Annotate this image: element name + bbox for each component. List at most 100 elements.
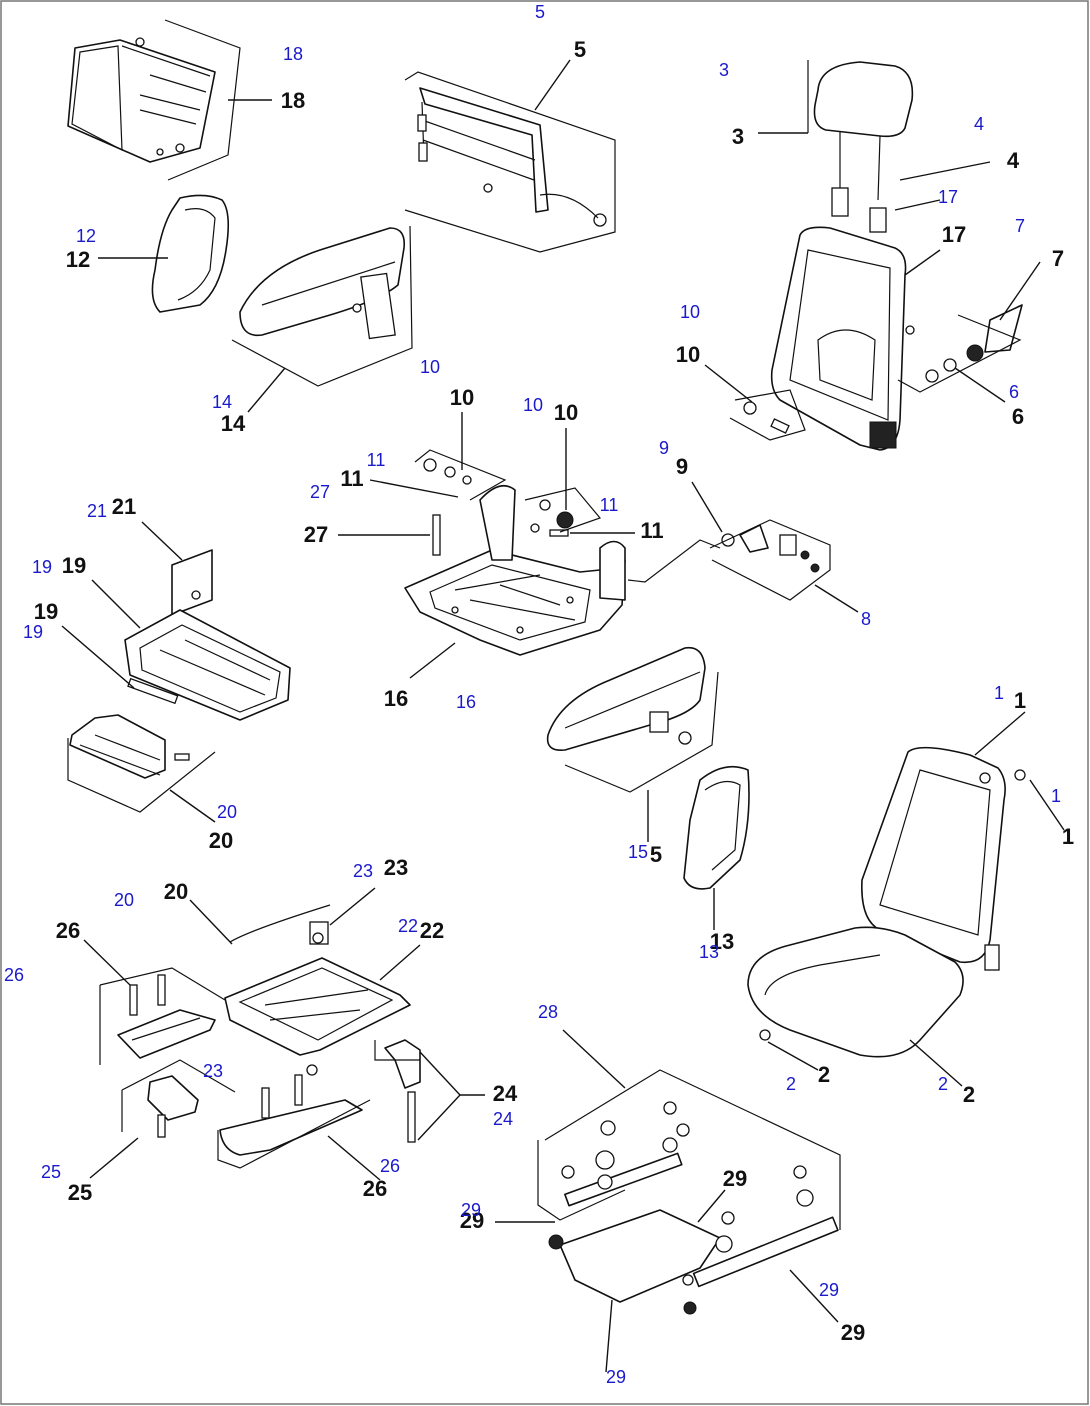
part-3-headrest [758, 60, 914, 201]
callout-5: 5 [650, 842, 662, 867]
callout-10: 10 [676, 342, 700, 367]
ref-number-13: 13 [699, 942, 719, 962]
ref-number-9: 9 [659, 438, 669, 458]
callout-19: 19 [34, 599, 58, 624]
callout-6: 6 [1012, 404, 1024, 429]
callout-27: 27 [304, 522, 328, 547]
part-12-side-cover-left [98, 194, 230, 313]
part-2-seat-cushion [747, 926, 964, 1087]
ref-number-23: 23 [203, 1061, 223, 1081]
part-20-rail-cover [67, 714, 216, 823]
ref-number-29: 29 [606, 1367, 626, 1387]
callout-7: 7 [1052, 246, 1064, 271]
part-26-rail-right [217, 1074, 381, 1181]
callout-11: 11 [640, 518, 663, 543]
ref-number-11: 11 [367, 450, 386, 470]
ref-number-18: 18 [283, 44, 303, 64]
part-6-recliner-hardware [954, 367, 1006, 403]
callout-29: 29 [723, 1166, 747, 1191]
ref-number-10: 10 [420, 357, 440, 377]
callout-1: 1 [1014, 688, 1026, 713]
ref-number-11: 11 [600, 495, 619, 515]
part-13-side-cover-right [683, 765, 750, 930]
callout-12: 12 [66, 247, 90, 272]
ref-number-28: 28 [538, 1002, 558, 1022]
part-1-seat-back-cushion [861, 711, 1065, 971]
part-20-wire [189, 899, 331, 945]
part-8-lever-group [627, 519, 859, 613]
ref-number-25: 25 [41, 1162, 61, 1182]
ref-number-1: 1 [994, 683, 1004, 703]
ref-number-8: 8 [861, 609, 871, 629]
part-18-storage-box [67, 19, 272, 181]
callout-9: 9 [676, 454, 688, 479]
callout-20: 20 [209, 828, 233, 853]
part-26-rail-left [83, 939, 226, 1065]
part-28-slide-rail-assembly [495, 1029, 841, 1373]
callout-5: 5 [574, 37, 586, 62]
ref-number-27: 27 [310, 482, 330, 502]
callout-16: 16 [384, 686, 408, 711]
callout-29: 29 [841, 1320, 865, 1345]
ref-number-14: 14 [212, 392, 232, 412]
callout-18: 18 [281, 88, 305, 113]
ref-number-20: 20 [114, 890, 134, 910]
callout-19: 19 [62, 553, 86, 578]
part-10-back-pin [704, 364, 806, 441]
callout-26: 26 [56, 918, 80, 943]
part-4-headrest-guides [831, 161, 991, 233]
ref-number-20: 20 [217, 802, 237, 822]
ref-number-1: 1 [1051, 786, 1061, 806]
ref-number-23: 23 [353, 861, 373, 881]
part-25-rail-lower [89, 1059, 236, 1179]
ref-number-12: 12 [76, 226, 96, 246]
ref-number-16: 16 [456, 692, 476, 712]
part-21-bracket [141, 521, 213, 616]
part-22-suspension-base [224, 944, 421, 1076]
ref-number-10: 10 [523, 395, 543, 415]
callout-29: 29 [460, 1208, 484, 1233]
ref-number-26: 26 [4, 965, 24, 985]
callout-10: 10 [450, 385, 474, 410]
ref-number-29: 29 [819, 1280, 839, 1300]
ref-number-19: 19 [23, 622, 43, 642]
callout-24: 24 [493, 1081, 518, 1106]
ref-number-2: 2 [938, 1074, 948, 1094]
ref-number-17: 17 [938, 187, 958, 207]
callout-14: 14 [221, 411, 246, 436]
ref-number-7: 7 [1015, 216, 1025, 236]
callout-17: 17 [942, 222, 966, 247]
part-14-armrest-left [231, 225, 413, 413]
callout-3: 3 [732, 124, 744, 149]
ref-number-24: 24 [493, 1109, 513, 1129]
part-23-spring [309, 887, 376, 945]
part-15-armrest-right [546, 646, 719, 842]
ref-number-21: 21 [87, 501, 107, 521]
callout-26: 26 [363, 1176, 387, 1201]
ref-number-5: 5 [535, 2, 545, 22]
ref-number-22: 22 [398, 916, 418, 936]
callout-21: 21 [112, 494, 136, 519]
ref-number-29: 29 [461, 1200, 481, 1220]
part-7-recliner-knob [897, 261, 1041, 393]
callout-4: 4 [1007, 148, 1020, 173]
part-10-11-seat-hardware [338, 412, 635, 556]
callout-13: 13 [710, 929, 734, 954]
part-17-back-frame [770, 226, 941, 451]
callout-22: 22 [420, 918, 444, 943]
callout-23: 23 [384, 855, 408, 880]
part-19-seat-pan [61, 579, 291, 721]
part-16-seat-frame [404, 484, 626, 679]
ref-number-10: 10 [680, 302, 700, 322]
part-5-back-frame [404, 59, 616, 253]
callout-2: 2 [818, 1062, 830, 1087]
part-24-bolt [374, 1039, 485, 1143]
ref-number-26: 26 [380, 1156, 400, 1176]
callout-1: 1 [1062, 824, 1074, 849]
callout-20: 20 [164, 879, 188, 904]
